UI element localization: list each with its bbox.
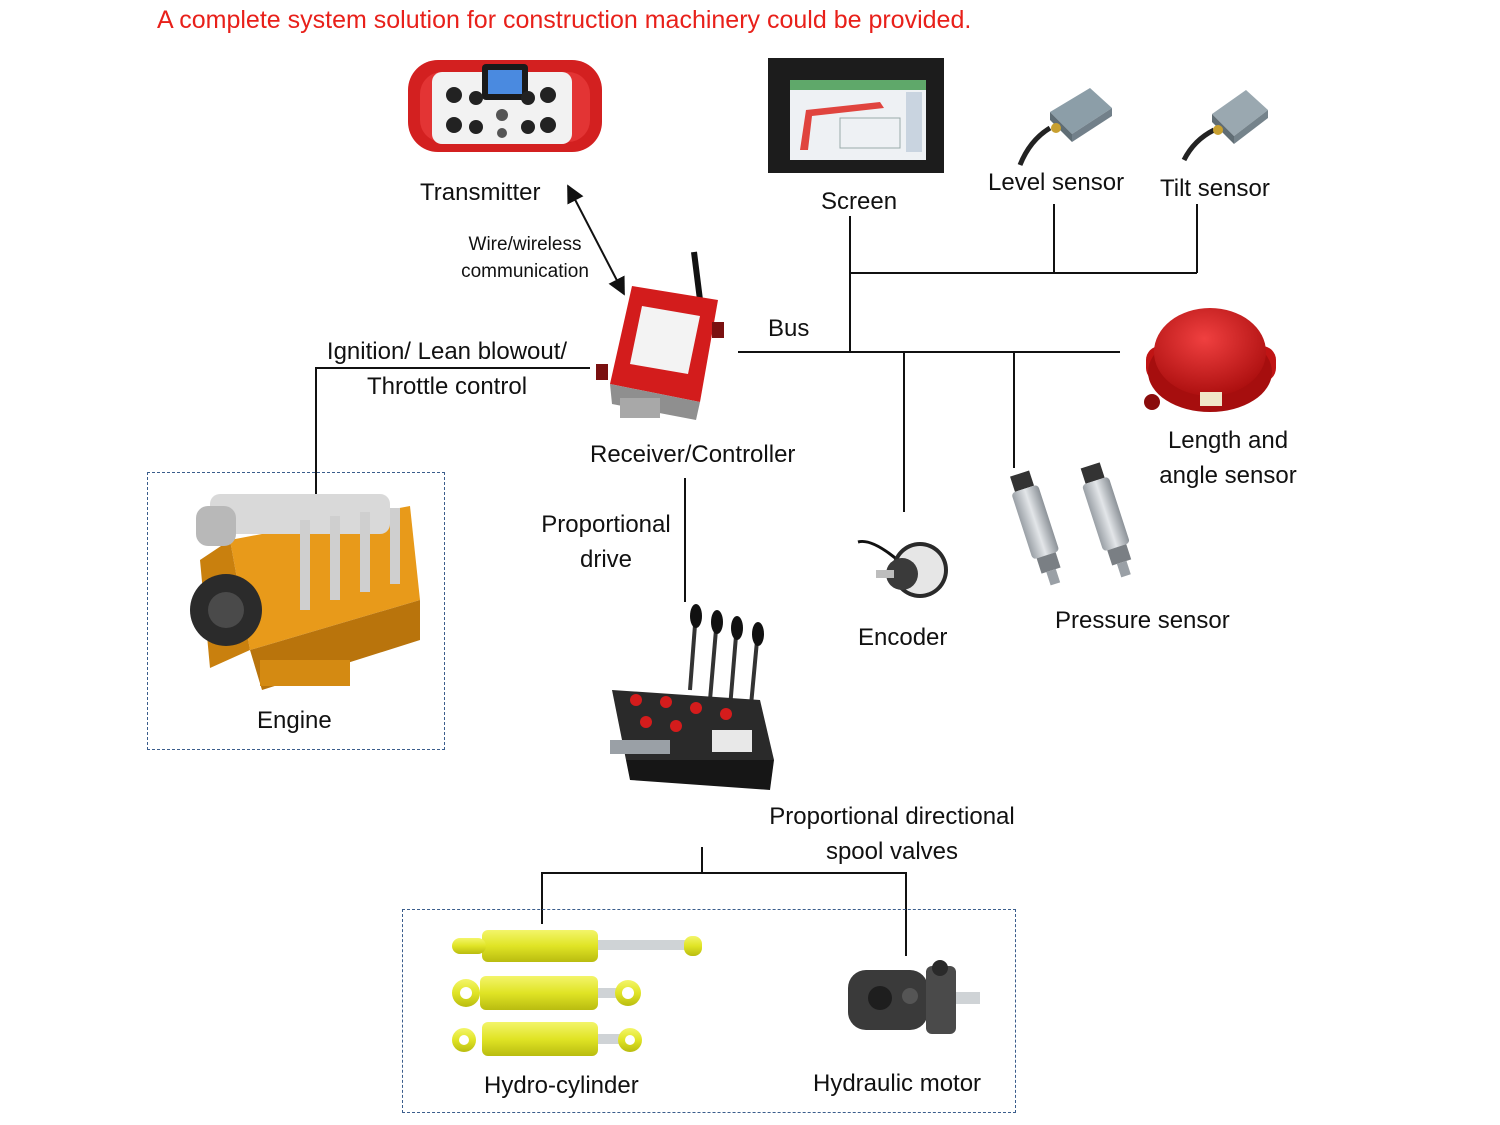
engine-control-line-1: Ignition/ Lean blowout/ bbox=[326, 338, 568, 365]
tilt-sensor-image bbox=[1181, 90, 1268, 162]
length-angle-sensor-line-1: Length and bbox=[1167, 427, 1289, 454]
hydro-cylinder-label: Hydro-cylinder bbox=[484, 1072, 639, 1099]
hydraulic-motor-label: Hydraulic motor bbox=[813, 1070, 982, 1097]
transmitter-label: Transmitter bbox=[420, 179, 541, 206]
encoder-image bbox=[857, 539, 948, 598]
wireless-label: Wire/wireless communication bbox=[452, 232, 598, 285]
engine-image bbox=[190, 494, 420, 690]
wireless-line-2: communication bbox=[461, 260, 589, 282]
proportional-drive-line-2: drive bbox=[579, 545, 633, 573]
pressure-sensor-image bbox=[1010, 462, 1132, 586]
transmitter-image bbox=[408, 60, 602, 152]
length-angle-sensor-label: Length and angle sensor bbox=[1150, 424, 1306, 494]
pressure-sensor-label: Pressure sensor bbox=[1055, 607, 1230, 634]
engine-group-box bbox=[147, 472, 445, 750]
level-sensor-image bbox=[1017, 88, 1112, 166]
spool-valves-image bbox=[610, 604, 774, 790]
screen-image bbox=[768, 58, 944, 173]
length-angle-sensor-image bbox=[1144, 308, 1276, 412]
page-title: A complete system solution for construct… bbox=[157, 6, 972, 34]
tilt-sensor-label: Tilt sensor bbox=[1160, 175, 1270, 202]
connection-lines bbox=[315, 184, 1198, 956]
receiver-controller-label: Receiver/Controller bbox=[590, 441, 796, 468]
engine-control-line-2: Throttle control bbox=[366, 372, 528, 400]
engine-label: Engine bbox=[257, 707, 332, 734]
screen-label: Screen bbox=[821, 188, 898, 215]
wireless-arrow bbox=[567, 184, 625, 296]
engine-control-label: Ignition/ Lean blowout/ Throttle control bbox=[304, 335, 590, 405]
hydro-cylinder-image bbox=[452, 930, 702, 1056]
receiver-controller-image bbox=[596, 251, 724, 420]
wireless-line-1: Wire/wireless bbox=[468, 234, 582, 255]
level-sensor-label: Level sensor bbox=[988, 169, 1125, 196]
encoder-label: Encoder bbox=[858, 624, 948, 651]
spool-valves-line-2: spool valves bbox=[825, 837, 959, 865]
spool-valves-line-1: Proportional directional bbox=[769, 803, 1015, 830]
length-angle-sensor-line-2: angle sensor bbox=[1159, 461, 1297, 489]
proportional-drive-line-1: Proportional bbox=[541, 511, 671, 538]
hydraulic-motor-image bbox=[848, 960, 980, 1034]
bus-label: Bus bbox=[768, 315, 810, 342]
actuator-group-box bbox=[402, 909, 1016, 1113]
actuator-branch-line bbox=[541, 872, 907, 956]
spool-valves-label: Proportional directional spool valves bbox=[748, 800, 1036, 870]
proportional-drive-label: Proportional drive bbox=[530, 508, 682, 578]
engine-control-line bbox=[315, 367, 590, 494]
